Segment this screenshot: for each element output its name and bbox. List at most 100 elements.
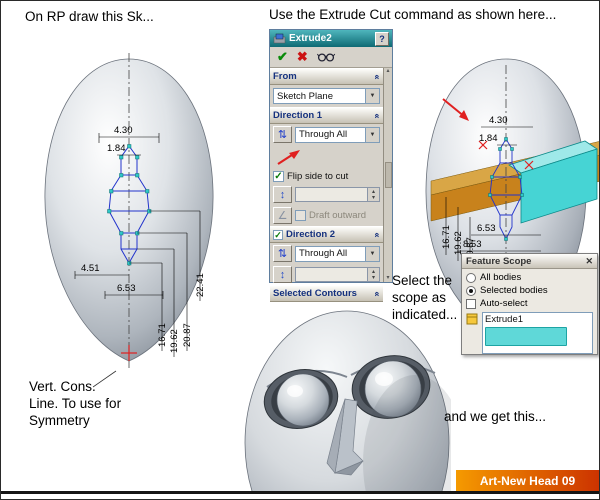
direction-arrow-preview: [442, 98, 469, 121]
radio-selected-icon: [466, 285, 476, 296]
close-icon[interactable]: ✕: [585, 255, 593, 266]
dim-width-3: 4.51: [81, 263, 100, 274]
detailed-preview-eyeglasses-icon[interactable]: [316, 52, 336, 62]
collapse-chevron-icon: «: [372, 73, 383, 80]
reverse-direction2-button[interactable]: ⇅: [273, 245, 292, 262]
scroll-up-icon[interactable]: ▴: [386, 68, 390, 74]
from-dropdown[interactable]: Sketch Plane ▼: [273, 88, 380, 104]
dropdown-arrow-icon[interactable]: ▼: [365, 246, 379, 261]
direction1-arrow-icon: [277, 149, 300, 165]
selected-body-highlight: [485, 327, 567, 346]
dimension-lines: [445, 126, 541, 267]
nose: [326, 398, 364, 476]
caption-vert-cons-line: Vert. Cons. Line. To use for Symmetry: [29, 379, 122, 428]
collapse-chevron-icon: «: [372, 231, 383, 238]
dim-width-2: 1.84: [479, 133, 498, 144]
draft-outward-checkbox[interactable]: [295, 210, 306, 221]
dim-height-3: 20.87: [465, 237, 476, 261]
caption-extrude-cut: Use the Extrude Cut command as shown her…: [269, 7, 557, 22]
depth-button[interactable]: ↕: [273, 186, 292, 203]
radio-icon: [466, 272, 476, 283]
panel-body: From « Sketch Plane ▼ Direction 1 « ⇅ Th…: [270, 68, 383, 302]
panel-title-bar[interactable]: Extrude2 ?: [270, 30, 392, 47]
bottom-rule: [1, 491, 599, 494]
result-face-drawing: [244, 310, 451, 491]
dim-height-4: 22.41: [195, 273, 206, 297]
depth-icon: ↕: [279, 188, 286, 201]
selected-bodies-radio[interactable]: Selected bodies: [466, 284, 593, 297]
checkbox-icon: [466, 298, 476, 309]
dim-width-1: 4.30: [489, 115, 508, 126]
spinner-icon[interactable]: ▴ ▾: [367, 268, 379, 281]
footer-banner-text: Art-New Head 09: [479, 473, 576, 488]
extrude-property-manager: Extrude2 ? ✔ ✖ From « Sketch Plane ▼: [269, 29, 393, 302]
direction2-checkbox[interactable]: ✓: [273, 229, 283, 240]
draft-button[interactable]: ∠: [273, 207, 292, 224]
flip-side-to-cut-label: Flip side to cut: [287, 171, 349, 182]
dropdown-arrow-icon[interactable]: ▼: [365, 89, 379, 103]
spinner-icon[interactable]: ▴ ▾: [367, 188, 379, 201]
auto-select-checkbox[interactable]: Auto-select: [466, 297, 593, 310]
dropdown-arrow-icon[interactable]: ▼: [365, 127, 379, 142]
dim-height-2: 19.62: [169, 329, 180, 353]
caption-result: and we get this...: [444, 409, 547, 424]
left-eye: [263, 369, 339, 429]
scrollbar-thumb[interactable]: [384, 162, 392, 188]
direction1-depth-field[interactable]: ▴ ▾: [295, 187, 380, 202]
collapse-chevron-icon: «: [372, 290, 383, 297]
dim-width-4: 6.53: [117, 283, 136, 294]
dimension-labels: 4.30 1.84 6.53 8.53 16.71 19.62 20.87: [441, 115, 508, 261]
feature-scope-popup: Feature Scope ✕ All bodies Selected bodi…: [461, 253, 598, 355]
direction2-value: Through All: [299, 248, 348, 259]
direction2-depth-field[interactable]: ▴ ▾: [295, 267, 380, 282]
caption-scope: Select the scope as indicated...: [392, 273, 458, 322]
reverse-direction-icon: ⇅: [277, 129, 288, 141]
sketch-points: [488, 137, 524, 241]
dim-width-1: 4.30: [114, 125, 133, 136]
dim-height-3: 20.87: [182, 323, 193, 347]
flip-side-to-cut-checkbox[interactable]: ✓: [273, 171, 284, 182]
extrude-cut-icon: [273, 33, 286, 44]
from-dropdown-value: Sketch Plane: [277, 90, 333, 102]
list-item-extrude1[interactable]: Extrude1: [485, 314, 524, 325]
right-eye: [351, 355, 431, 419]
feature-scope-list[interactable]: Extrude1: [482, 312, 593, 354]
caption-draw-sketch: On RP draw this Sk...: [25, 9, 154, 24]
draft-outward-label: Draft outward: [309, 210, 367, 221]
dim-height-2: 19.62: [453, 231, 464, 255]
panel-action-row: ✔ ✖: [270, 47, 392, 68]
reverse-direction-button[interactable]: ⇅: [273, 126, 292, 143]
collapse-chevron-icon: «: [372, 112, 383, 119]
section-header-direction1[interactable]: Direction 1 «: [270, 107, 383, 124]
dim-width-3: 6.53: [477, 223, 496, 234]
direction2-end-condition-dropdown[interactable]: Through All ▼: [295, 245, 380, 262]
depth2-button[interactable]: ↕: [273, 266, 292, 283]
cut-body-preview: [508, 140, 598, 224]
cheek-shading: [363, 375, 451, 491]
error-x-marks: [478, 140, 534, 170]
scroll-down-icon[interactable]: ▾: [386, 275, 390, 281]
section-header-from[interactable]: From «: [270, 68, 383, 85]
left-eyeball: [276, 373, 330, 427]
left-head-drawing: 4.30 1.84 4.51 6.53 16.71 19.62 20.87 22…: [44, 53, 214, 388]
panel-scrollbar[interactable]: ▴ ▾: [383, 68, 392, 282]
feature-scope-title-bar[interactable]: Feature Scope ✕: [462, 254, 597, 269]
ok-button[interactable]: ✔: [277, 49, 288, 64]
all-bodies-radio[interactable]: All bodies: [466, 271, 593, 284]
note-leader-line: [92, 370, 117, 388]
footer-banner: Art-New Head 09: [456, 470, 599, 491]
draft-icon: ∠: [277, 210, 288, 222]
solid-body-icon: [466, 313, 478, 325]
direction1-end-condition-dropdown[interactable]: Through All ▼: [295, 126, 380, 143]
cancel-button[interactable]: ✖: [296, 49, 308, 64]
dimension-labels: 4.30 1.84 4.51 6.53 16.71 19.62 20.87 22…: [81, 125, 206, 353]
dim-height-1: 16.71: [441, 225, 452, 249]
sketch-origin-icon: [121, 345, 137, 361]
section-header-selected-contours[interactable]: Selected Contours «: [270, 285, 383, 302]
help-button[interactable]: ?: [375, 31, 389, 46]
section-header-direction2[interactable]: ✓ Direction 2 «: [270, 226, 383, 243]
dim-width-4: 8.53: [463, 239, 482, 250]
dim-width-2: 1.84: [107, 143, 126, 154]
panel-title: Extrude2: [289, 33, 332, 44]
